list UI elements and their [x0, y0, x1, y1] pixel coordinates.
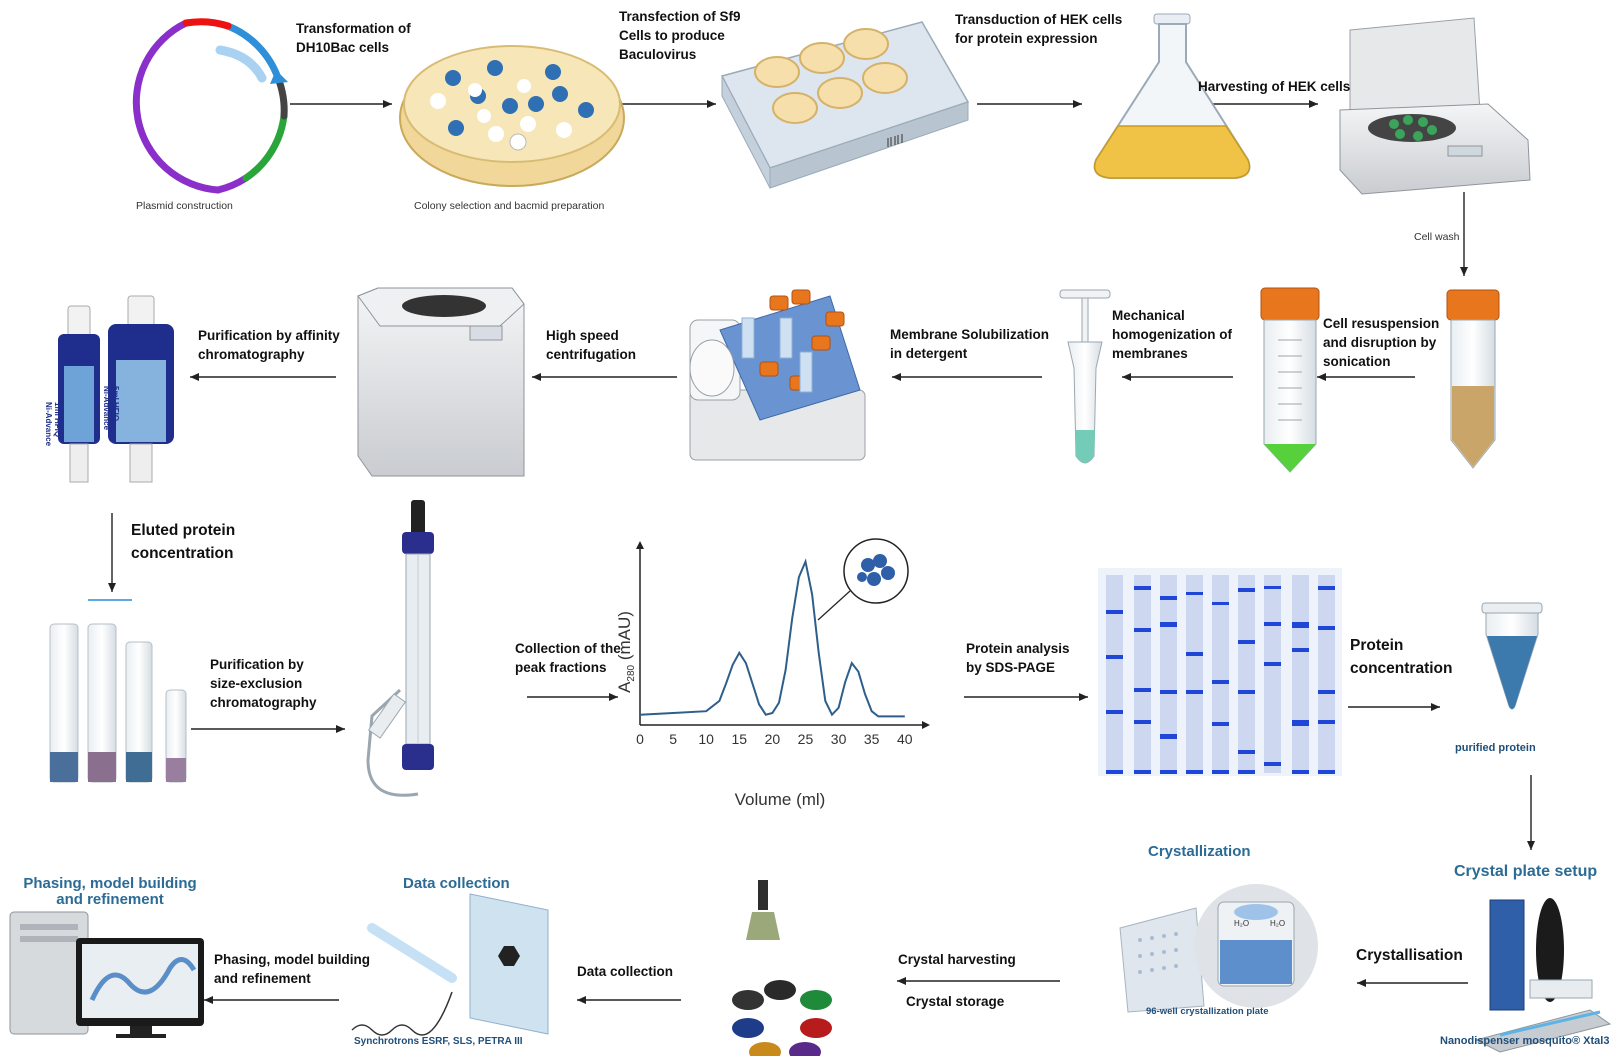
row2-arrows [108, 373, 1415, 592]
chart-x-tick-label: 40 [897, 731, 913, 747]
step-cell-resuspension-label: Cell resuspension and disruption by soni… [1323, 316, 1440, 369]
column-label-1ml: 1ml HFIQ Ni-Advance [44, 402, 62, 447]
chart-y-arrowhead [636, 541, 644, 549]
step-sec-label: Purification by size-exclusion chromatog… [210, 657, 317, 710]
falcon-tube-resuspension-illustration [1260, 287, 1320, 473]
crystal-pucks-illustration [732, 880, 832, 1056]
chart-x-tick-label: 10 [698, 731, 714, 747]
dounce-homogenizer-illustration [1059, 289, 1111, 464]
step-collection-label: Collection of the peak fractions [515, 641, 621, 675]
sds-page-gel-illustration [1098, 568, 1342, 776]
caption-96-well-plate: 96-well crystallization plate [1146, 1006, 1269, 1017]
computer-illustration [9, 911, 204, 1038]
row1-arrows [290, 100, 1468, 276]
step-transfection-label: Transfection of Sf9 Cells to produce Bac… [619, 9, 741, 62]
column-label-5ml: 5ml HFIQ Ni-Advance [102, 386, 120, 431]
chart-x-tick-label: 20 [765, 731, 781, 747]
plasmid-illustration [132, 18, 288, 194]
mosquito-robot-illustration [1474, 898, 1612, 1053]
ultracentrifuge-illustration [357, 287, 525, 477]
step-crystal-storage-label: Crystal storage [906, 994, 1005, 1009]
step-affinity-label: Purification by affinity chromatography [198, 328, 340, 362]
step-data-collection-label: Data collection [577, 964, 674, 979]
chart-x-tick-label: 25 [798, 731, 814, 747]
step-transformation-label: Transformation of DH10Bac cells [296, 21, 411, 55]
chart-x-tick-label: 0 [636, 731, 644, 747]
heading-crystallization: Crystallization [1148, 843, 1251, 860]
flask-illustration [1093, 13, 1251, 179]
step-sds-label: Protein analysis by SDS-PAGE [966, 641, 1070, 675]
chart-x-arrowhead [922, 721, 930, 729]
caption-purified-protein: purified protein [1455, 742, 1536, 754]
svg-text:H₂O: H₂O [1234, 919, 1249, 928]
step-transduction-label: Transduction of HEK cells for protein ex… [955, 12, 1123, 46]
caption-nanodispenser: Nanodispenser mosquito® Xtal3 [1440, 1035, 1610, 1047]
row4-arrows [204, 977, 1468, 1004]
concentrator-tubes-illustration [49, 599, 187, 783]
step-high-speed-label: High speed centrifugation [546, 328, 636, 362]
heading-phasing: Phasing, model building and refinement [23, 875, 197, 908]
falcon-tube-sonication-illustration [1446, 289, 1500, 469]
centrifuge-illustration [1339, 17, 1531, 195]
chart-ticks: 0 5 10 15 20 25 30 35 40 [636, 731, 913, 747]
protein-structure-callout [817, 538, 909, 621]
synchrotron-illustration [351, 893, 549, 1036]
caption-colony: Colony selection and bacmid preparation [414, 200, 605, 212]
step-mechanical-label: Mechanical homogenization of membranes [1112, 308, 1232, 361]
sec-chromatogram: 0 5 10 15 20 25 30 35 40 Volume (ml) A280 (mAU) [615, 538, 930, 809]
sec-column-illustration [366, 500, 434, 797]
crystallization-well-illustration: H₂O H₂O [1119, 884, 1318, 1013]
plasmid-arrowhead [270, 70, 288, 84]
affinity-columns-illustration [58, 295, 174, 483]
chart-x-tick-label: 35 [864, 731, 880, 747]
row3-arrows [191, 693, 1535, 850]
step-eluted-label: Eluted protein concentration [131, 522, 236, 562]
petri-dish-illustration [399, 45, 625, 187]
step-harvesting-label: Harvesting of HEK cells [1198, 79, 1351, 94]
step-membrane-label: Membrane Solubilization in detergent [890, 327, 1050, 361]
heading-data-collection: Data collection [403, 875, 510, 892]
chromatogram-series-line [639, 558, 905, 718]
chart-x-tick-label: 30 [831, 731, 847, 747]
step-cell-wash-label: Cell wash [1414, 231, 1460, 243]
tube-rotator-illustration [689, 289, 866, 461]
chart-x-tick-label: 5 [669, 731, 677, 747]
step-crystallisation-label: Crystallisation [1356, 947, 1463, 964]
chart-y-axis-label: A280 (mAU) [615, 611, 637, 693]
six-well-plate-illustration [720, 21, 970, 189]
chart-x-tick-label: 15 [731, 731, 747, 747]
heading-crystal-plate-setup: Crystal plate setup [1454, 863, 1598, 880]
caption-synchrotrons: Synchrotrons ESRF, SLS, PETRA III [354, 1036, 523, 1047]
chart-axes [636, 541, 930, 729]
chart-x-axis-label: Volume (ml) [735, 790, 826, 809]
step-protein-concentration-label: Protein concentration [1350, 637, 1453, 677]
caption-plasmid: Plasmid construction [136, 200, 233, 212]
step-crystal-harvesting-label: Crystal harvesting [898, 952, 1016, 967]
svg-text:H₂O: H₂O [1270, 919, 1285, 928]
eppendorf-tube-illustration [1481, 602, 1543, 710]
step-phasing-label: Phasing, model building and refinement [214, 952, 371, 986]
